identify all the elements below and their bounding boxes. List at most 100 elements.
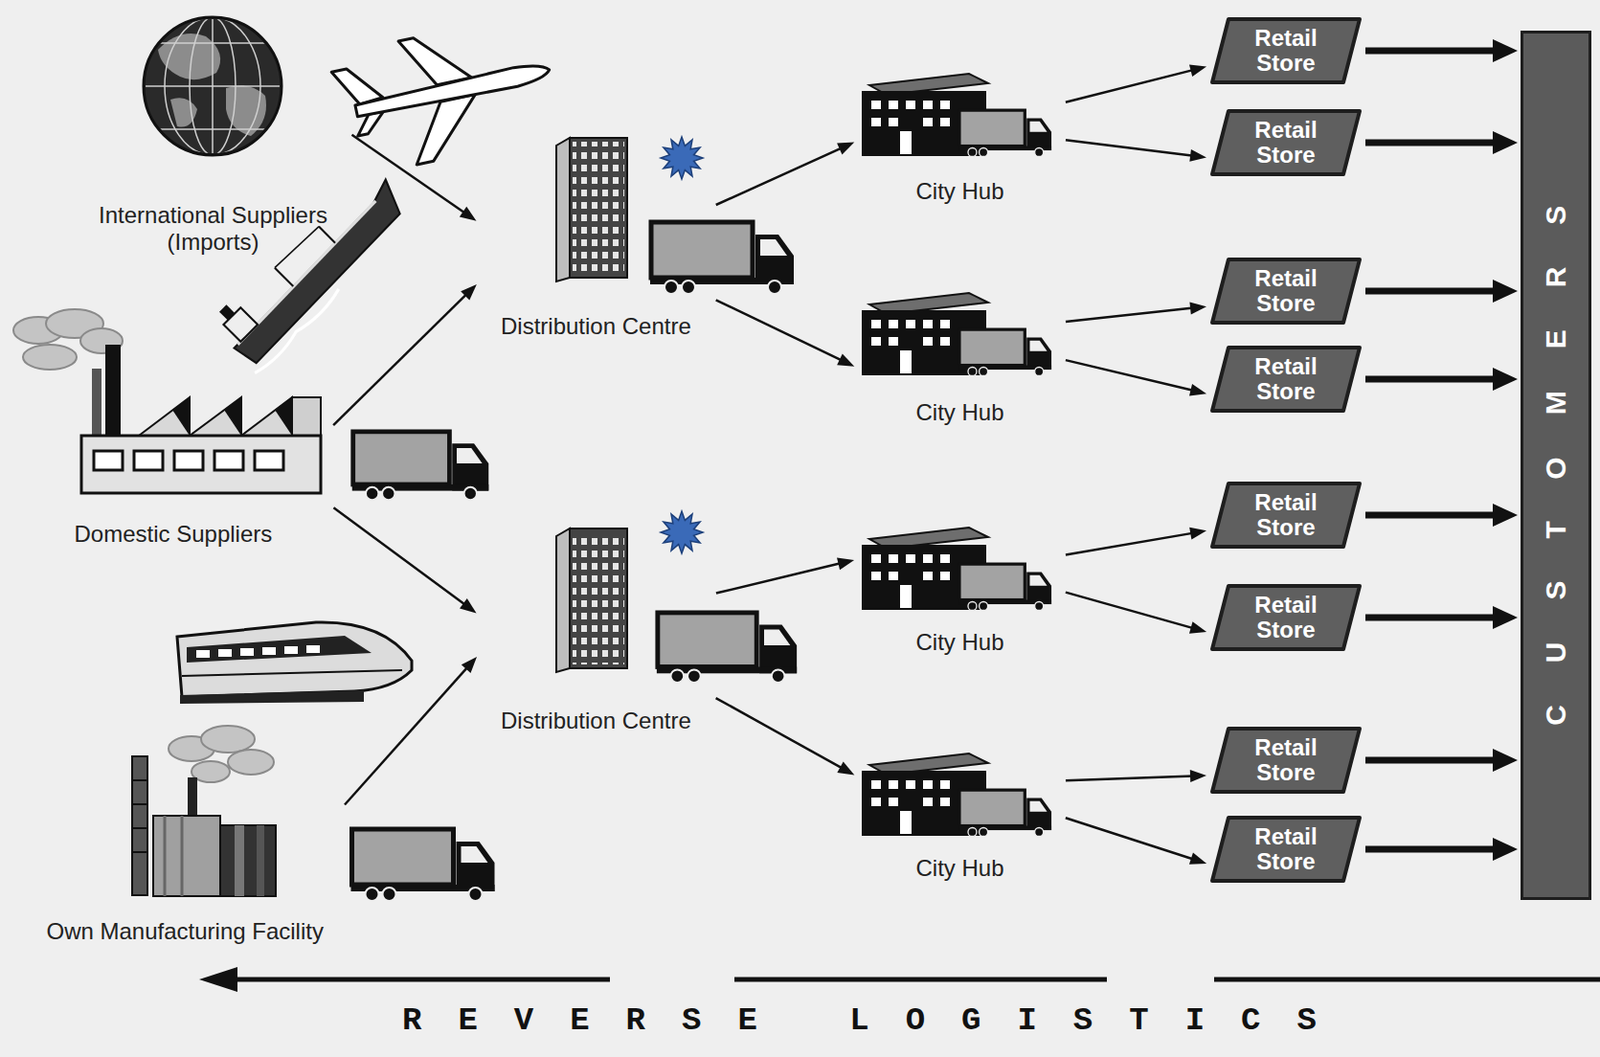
facility-node: City Hub (856, 521, 1063, 656)
flow-arrow (1365, 837, 1518, 861)
flow-arrow (1065, 139, 1207, 162)
truck-icon (352, 431, 490, 500)
globe-icon (138, 14, 288, 158)
city-hub-building (861, 753, 1052, 837)
factory-icon (254, 450, 284, 471)
arrow-head (836, 354, 855, 367)
flow-arrow (1365, 39, 1518, 63)
flow-line (1065, 592, 1195, 630)
factory-icon (13, 309, 321, 494)
train-icon (284, 646, 298, 654)
ship-icon (219, 304, 235, 320)
store-shape (1212, 585, 1360, 650)
flow-arrow (1065, 592, 1207, 634)
facility-label: City Hub (916, 629, 1005, 656)
refinery-icon (132, 725, 276, 897)
customers-label: CUSTOMERS (1539, 162, 1574, 767)
store-shape (1212, 817, 1360, 881)
store-label: Retail Store (1238, 354, 1334, 406)
truck-icon (351, 222, 798, 902)
flow-arrow (1065, 64, 1207, 102)
flow-line (1365, 47, 1498, 55)
refinery-icon (153, 815, 221, 897)
flow-arrow (333, 507, 476, 613)
facility-label: City Hub (916, 178, 1005, 205)
refinery-icon (234, 825, 245, 897)
factory-icon (172, 397, 190, 436)
arrow-head (459, 206, 477, 222)
train-icon (180, 690, 364, 704)
train-icon (186, 635, 372, 663)
flow-line (716, 147, 843, 205)
store-label: Retail Store (1238, 824, 1334, 876)
arrow-head (1189, 64, 1207, 77)
store-shape (1212, 111, 1360, 175)
arrow-head (461, 656, 477, 674)
flow-arrow (1065, 360, 1207, 396)
city-hub-building (861, 292, 1052, 377)
flow-line (333, 507, 466, 606)
arrow-head (1492, 279, 1518, 303)
facility-label: Distribution Centre (500, 707, 692, 735)
facility-label: International Suppliers (Imports) (80, 202, 346, 255)
flow-arrow (1065, 527, 1207, 556)
flow-line (333, 292, 468, 426)
arrow-head (1492, 367, 1518, 391)
arrow-head (836, 762, 855, 776)
flow-arrow (716, 558, 855, 594)
flow-line (716, 698, 844, 769)
truck-icon (650, 222, 794, 294)
reverse-logistics-arrow (233, 977, 610, 983)
refinery-icon (132, 803, 148, 806)
store-label: Retail Store (1238, 735, 1334, 787)
store-label: Retail Store (1238, 117, 1334, 169)
reverse-logistics-arrow (199, 967, 238, 992)
flow-line (1065, 139, 1195, 157)
factory-icon (105, 344, 121, 441)
refinery-icon (201, 725, 255, 753)
factory-icon (274, 397, 293, 436)
flow-line (1365, 614, 1498, 622)
refinery-icon (187, 777, 198, 816)
facility-label: Domestic Suppliers (74, 520, 273, 548)
train-icon (262, 647, 276, 655)
distribution-building (572, 532, 625, 665)
flow-arrow (1365, 503, 1518, 527)
train-icon (218, 649, 232, 657)
facility-node: Domestic Suppliers (15, 315, 332, 548)
arrow-head (1190, 769, 1207, 783)
arrow-head (1189, 621, 1207, 634)
distribution-building (556, 137, 628, 673)
flow-line (1365, 288, 1498, 295)
flow-arrow (1065, 302, 1207, 322)
refinery-icon (163, 815, 167, 897)
store-shape (1212, 483, 1360, 547)
refinery-icon (132, 827, 148, 830)
reverse-logistics-arrow (1214, 977, 1600, 983)
flow-line (1365, 512, 1498, 519)
flow-arrow (716, 698, 856, 776)
flow-line (1065, 817, 1195, 859)
arrow-head (836, 141, 855, 155)
reverse-logistics-arrow (734, 977, 1107, 983)
factory-icon (93, 450, 123, 471)
retail-store-box: Retail Store (1209, 16, 1363, 86)
arrow-head (1492, 606, 1518, 630)
factory-icon (91, 368, 102, 441)
arrow-head (1492, 131, 1518, 155)
flow-line (1065, 360, 1195, 391)
factory-icon (214, 450, 244, 471)
distribution-building (556, 137, 570, 282)
flow-line (1365, 846, 1498, 854)
facility-node: City Hub (856, 287, 1063, 427)
store-label: Retail Store (1238, 592, 1334, 644)
facility-node: City Hub (856, 68, 1063, 205)
refinery-icon (132, 851, 148, 854)
city-hub-building (861, 73, 1052, 837)
flow-line (344, 666, 469, 805)
airplane-icon (354, 60, 552, 120)
arrow-head (459, 598, 477, 613)
train-icon (177, 622, 412, 704)
flow-arrow (716, 141, 856, 205)
flow-arrow (333, 284, 477, 426)
